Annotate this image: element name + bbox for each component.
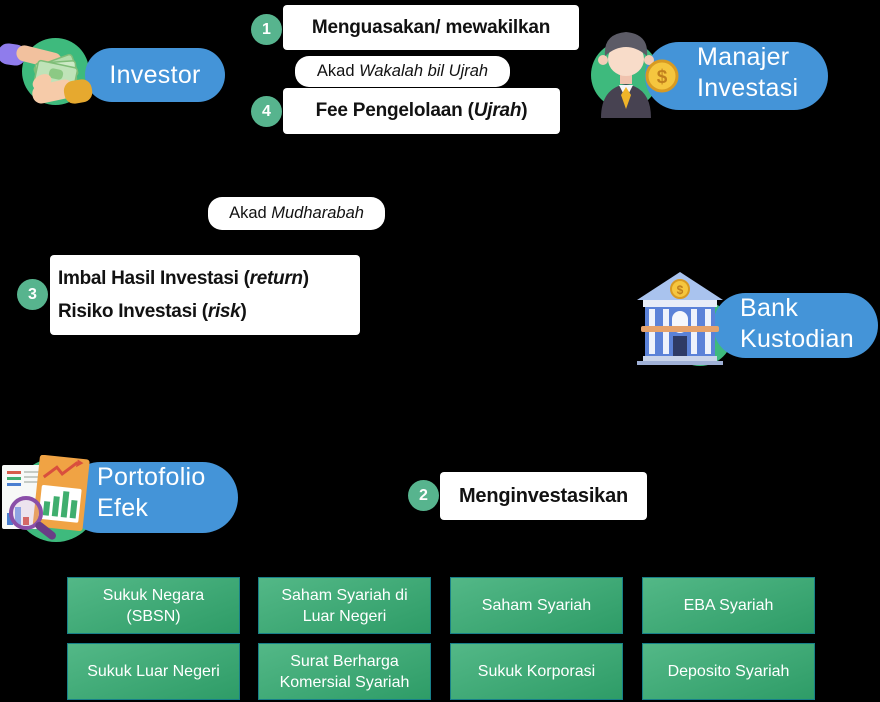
entity-bank-kustodian: Bank Kustodian <box>713 293 878 358</box>
akad-mudharabah-label: Akad Mudharabah <box>229 204 364 223</box>
step2-number: 2 <box>419 486 428 504</box>
akad-wakalah-italic: Wakalah bil Ujrah <box>359 62 489 80</box>
portfolio-box-eba-syariah: EBA Syariah <box>642 577 815 634</box>
akad-mudharabah-italic: Mudharabah <box>271 204 364 222</box>
step3-line1-italic: return <box>249 268 303 289</box>
step4-badge: 4 <box>251 96 282 127</box>
portfolio-box-saham-syariah: Saham Syariah <box>450 577 623 634</box>
entity-portofolio-efek: Portofolio Efek <box>65 462 238 533</box>
step3-line2-italic: risk <box>207 301 241 322</box>
step4-label-box: Fee Pengelolaan (Ujrah) <box>283 88 560 134</box>
portfolio-box-label: Surat Berharga Komersial Syariah <box>279 652 410 691</box>
step4-label: Fee Pengelolaan (Ujrah) <box>316 100 528 122</box>
bank-label-line2: Kustodian <box>740 325 854 353</box>
akad-wakalah-prefix: Akad <box>316 62 360 80</box>
step3-label-box: Imbal Hasil Investasi (return) Risiko In… <box>50 255 360 335</box>
step3-number: 3 <box>28 285 37 303</box>
investor-label: Investor <box>109 60 201 89</box>
portfolio-box-sukuk-korporasi: Sukuk Korporasi <box>450 643 623 700</box>
step3-line2: Risiko Investasi (risk) <box>58 295 247 328</box>
portfolio-box-label: EBA Syariah <box>683 597 774 614</box>
manajer-label-line2: Investasi <box>697 74 799 102</box>
portfolio-box-label: Sukuk Korporasi <box>477 663 596 680</box>
bank-label-line1: Bank <box>740 294 799 322</box>
portfolio-box-saham-syariah-luar-negeri: Saham Syariah di Luar Negeri <box>258 577 431 634</box>
step2-label-box: Menginvestasikan <box>440 472 647 520</box>
step4-prefix: Fee Pengelolaan ( <box>315 100 474 121</box>
portofolio-label-line2: Efek <box>97 494 149 522</box>
step3-line2-suffix: ) <box>240 301 247 322</box>
portfolio-box-sukuk-negara: Sukuk Negara (SBSN) <box>67 577 240 634</box>
step3-badge: 3 <box>17 279 48 310</box>
step3-line2-prefix: Risiko Investasi ( <box>58 301 208 322</box>
step3-line1: Imbal Hasil Investasi (return) <box>58 262 309 295</box>
step2-label: Menginvestasikan <box>458 484 629 507</box>
akad-mudharabah-box: Akad Mudharabah <box>208 197 385 230</box>
akad-wakalah-box: Akad Wakalah bil Ujrah <box>295 56 510 87</box>
entity-manajer-investasi: Manajer Investasi <box>645 42 828 110</box>
step3-line1-suffix: ) <box>302 268 309 289</box>
portfolio-box-label: Saham Syariah <box>481 597 592 614</box>
step1-label-box: Menguasakan/ mewakilkan <box>283 5 579 50</box>
portfolio-box-surat-berharga: Surat Berharga Komersial Syariah <box>258 643 431 700</box>
portfolio-box-sukuk-luar-negeri: Sukuk Luar Negeri <box>67 643 240 700</box>
akad-mudharabah-prefix: Akad <box>229 204 272 222</box>
portfolio-box-deposito-syariah: Deposito Syariah <box>642 643 815 700</box>
akad-wakalah-label: Akad Wakalah bil Ujrah <box>317 62 488 81</box>
manajer-label-line1: Manajer <box>697 43 790 71</box>
step2-badge: 2 <box>408 480 439 511</box>
investor-icon-circle <box>22 38 89 105</box>
portfolio-box-label: Sukuk Negara (SBSN) <box>102 586 205 625</box>
portfolio-box-label: Sukuk Luar Negeri <box>87 663 220 680</box>
portfolio-box-label: Saham Syariah di Luar Negeri <box>281 586 408 625</box>
svg-text:$: $ <box>677 283 684 297</box>
portfolio-box-label: Deposito Syariah <box>667 663 790 680</box>
step1-number: 1 <box>262 20 271 38</box>
step4-suffix: ) <box>521 100 528 121</box>
step4-italic: Ujrah <box>473 100 522 121</box>
step3-line1-prefix: Imbal Hasil Investasi ( <box>58 268 250 289</box>
step1-badge: 1 <box>251 14 282 45</box>
step1-label: Menguasakan/ mewakilkan <box>311 16 551 38</box>
entity-investor: Investor <box>85 48 225 102</box>
step4-number: 4 <box>262 102 271 120</box>
portofolio-label-line1: Portofolio <box>97 463 206 491</box>
